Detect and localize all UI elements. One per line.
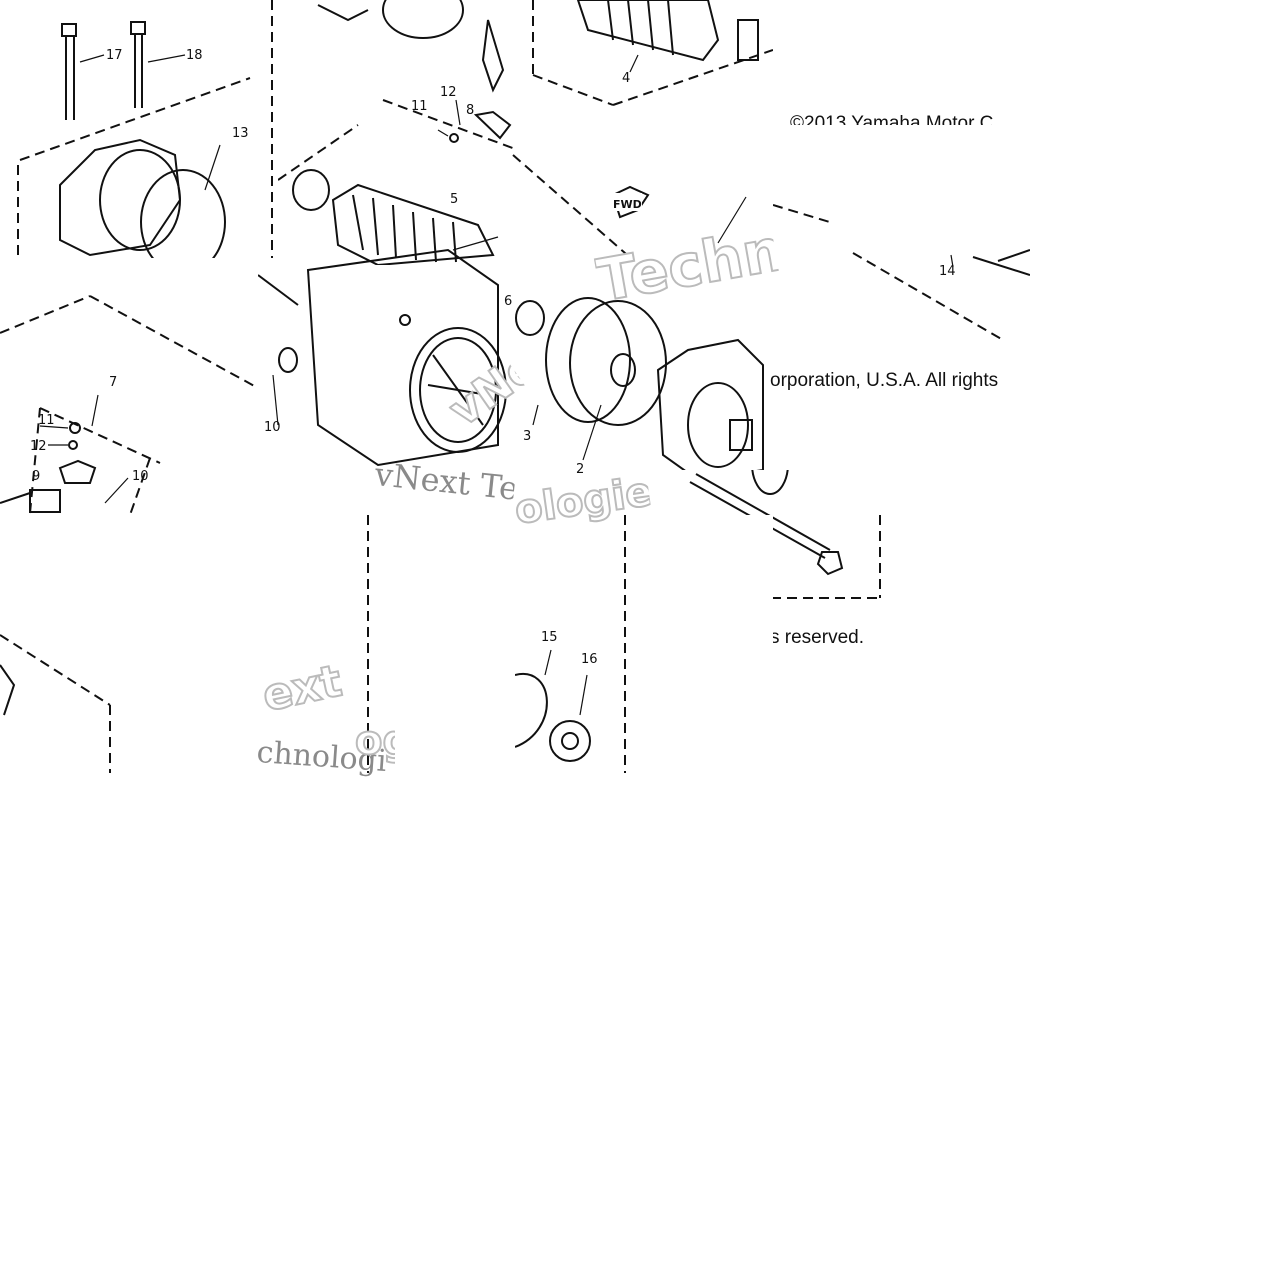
callout-11: 11 bbox=[411, 99, 428, 114]
diagram-tile-lower-middle-art bbox=[367, 515, 369, 773]
copyright-line-2: orporation, U.S.A. All rights bbox=[770, 370, 999, 391]
callout-7: 7 bbox=[109, 375, 117, 390]
diagram-tile-field-coil-art: 4 bbox=[532, 0, 773, 106]
diagram-tile-gear: 15 16 bbox=[515, 515, 773, 773]
callout-17: 17 bbox=[106, 48, 123, 63]
callout-12: 12 bbox=[440, 85, 457, 100]
callout-11b: 11 bbox=[38, 413, 55, 428]
callout-15: 15 bbox=[541, 630, 558, 645]
diagram-tile-frame-14-art: 14 bbox=[773, 204, 1030, 340]
diagram-tile-lower-left-art bbox=[0, 634, 111, 773]
callout-14: 14 bbox=[939, 264, 956, 279]
callout-13: 13 bbox=[232, 126, 249, 141]
diagram-tile-brush-holder-art: 7 11 12 9 10 bbox=[0, 295, 258, 515]
diagram-tile-field-coil: 4 bbox=[518, 0, 773, 125]
callout-18: 18 bbox=[186, 48, 203, 63]
callout-12b: 12 bbox=[30, 439, 47, 454]
callout-5: 5 bbox=[450, 192, 458, 207]
callout-3: 3 bbox=[523, 429, 531, 444]
diagram-tile-armature: 11 12 8 5 bbox=[278, 0, 518, 265]
watermark-fragment-ogi: ogi bbox=[355, 718, 395, 765]
callout-10b: 10 bbox=[132, 469, 149, 484]
diagram-tile-motor-body-art: FWD 6 3 2 10 bbox=[258, 154, 764, 482]
diagram-tile-motor-body: FWD 6 3 2 10 bbox=[258, 125, 773, 515]
diagram-tile-gear-art: 15 16 bbox=[515, 515, 626, 773]
callout-4: 4 bbox=[622, 71, 630, 86]
diagram-tile-bolts-housing: 17 18 13 bbox=[0, 0, 280, 258]
callout-2: 2 bbox=[576, 462, 584, 477]
fwd-arrow-label: FWD bbox=[613, 198, 642, 211]
callout-8: 8 bbox=[466, 103, 474, 118]
diagram-tile-lower-middle bbox=[258, 515, 516, 773]
diagram-tile-lower-left bbox=[0, 515, 258, 773]
copyright-line-3: s reserved. bbox=[770, 627, 864, 648]
diagram-tile-armature-art: 11 12 8 5 bbox=[278, 0, 518, 265]
diagram-tile-bolts-housing-art: 17 18 13 bbox=[17, 0, 273, 258]
callout-6: 6 bbox=[504, 294, 512, 309]
diagram-tile-brush-holder: 7 11 12 9 10 bbox=[0, 258, 258, 515]
callout-10: 10 bbox=[264, 420, 281, 435]
callout-9: 9 bbox=[32, 469, 40, 484]
diagram-tile-frame-14: 14 bbox=[773, 125, 1030, 340]
callout-16: 16 bbox=[581, 652, 598, 667]
